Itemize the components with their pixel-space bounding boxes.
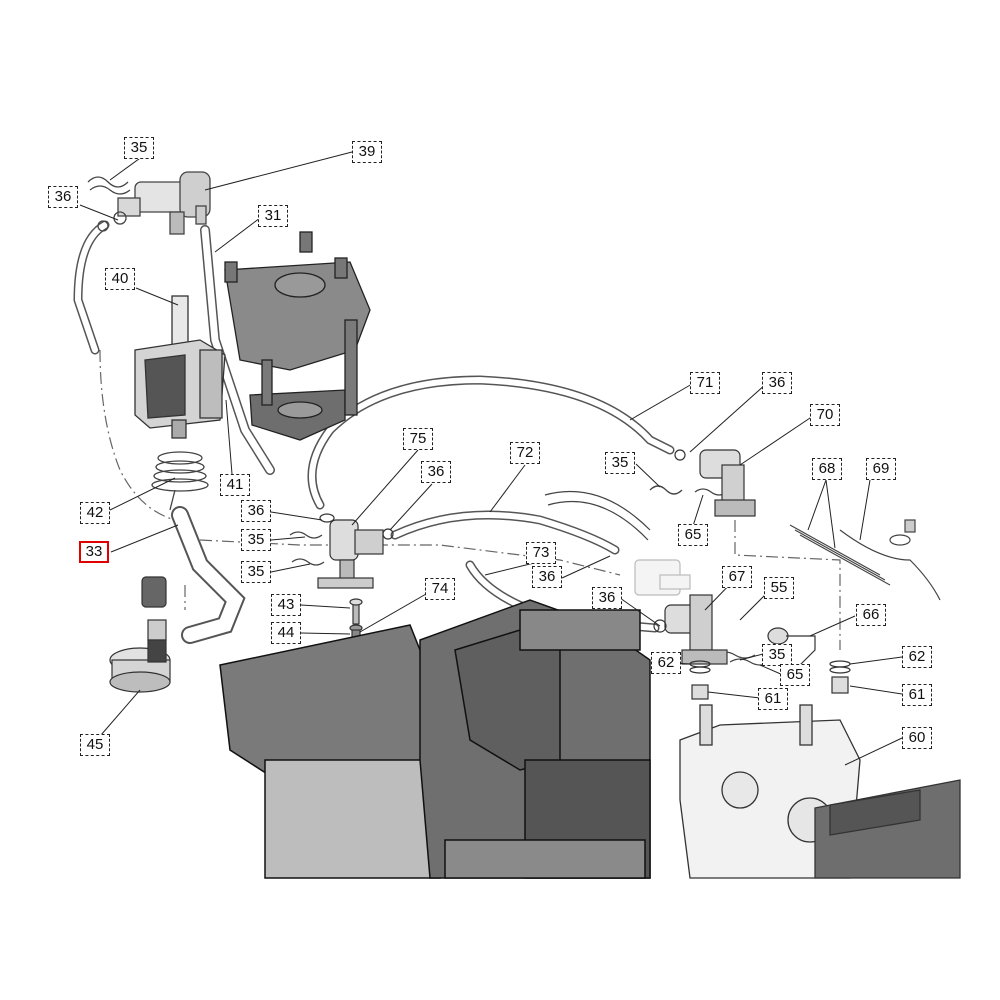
callout-label-70: 70 xyxy=(810,404,840,426)
elbow-part-70 xyxy=(674,449,756,517)
callout-label-36: 36 xyxy=(592,587,622,609)
callout-label-65: 65 xyxy=(678,524,708,546)
main-housing xyxy=(219,599,651,879)
callout-label-73: 73 xyxy=(526,542,556,564)
callout-label-74: 74 xyxy=(425,578,455,600)
callout-label-36: 36 xyxy=(532,566,562,588)
callout-label-41: 41 xyxy=(220,474,250,496)
callout-label-61: 61 xyxy=(902,684,932,706)
callout-label-69: 69 xyxy=(866,458,896,480)
callout-label-61: 61 xyxy=(758,688,788,710)
callout-label-62: 62 xyxy=(902,646,932,668)
callout-label-68: 68 xyxy=(812,458,842,480)
pump-part-40 xyxy=(134,295,226,439)
callout-label-36: 36 xyxy=(48,186,78,208)
connector-part-75 xyxy=(317,513,394,589)
callout-label-44: 44 xyxy=(271,622,301,644)
callout-label-40: 40 xyxy=(105,268,135,290)
callout-label-35: 35 xyxy=(124,137,154,159)
callout-label-35: 35 xyxy=(605,452,635,474)
sensor-part-45 xyxy=(109,576,171,693)
callout-label-43: 43 xyxy=(271,594,301,616)
spring-part-42 xyxy=(151,451,209,511)
callout-label-65: 65 xyxy=(780,664,810,686)
callout-label-75: 75 xyxy=(403,428,433,450)
callout-label-45: 45 xyxy=(80,734,110,756)
callout-label-36: 36 xyxy=(241,500,271,522)
callout-label-33-highlighted: 33 xyxy=(79,541,109,563)
callout-label-35: 35 xyxy=(762,644,792,666)
boiler-part-60 xyxy=(679,704,961,879)
wire-parts-68-69 xyxy=(789,519,941,601)
wire-part-72-tail xyxy=(544,490,651,541)
callout-label-62: 62 xyxy=(651,652,681,674)
callout-label-36: 36 xyxy=(762,372,792,394)
hoses xyxy=(73,220,675,644)
callout-label-60: 60 xyxy=(902,727,932,749)
callout-label-55: 55 xyxy=(764,577,794,599)
faded-part xyxy=(634,559,691,596)
callout-label-35: 35 xyxy=(241,529,271,551)
valve-part-39 xyxy=(97,171,211,235)
bracket-part-66 xyxy=(767,627,816,666)
callout-label-66: 66 xyxy=(856,604,886,626)
bracket-part-31 xyxy=(224,231,371,441)
callout-label-36: 36 xyxy=(421,461,451,483)
callout-label-35: 35 xyxy=(241,561,271,583)
callout-label-72: 72 xyxy=(510,442,540,464)
callout-label-31: 31 xyxy=(258,205,288,227)
callout-label-39: 39 xyxy=(352,141,382,163)
callout-label-71: 71 xyxy=(690,372,720,394)
callout-label-42: 42 xyxy=(80,502,110,524)
callout-label-67: 67 xyxy=(722,566,752,588)
